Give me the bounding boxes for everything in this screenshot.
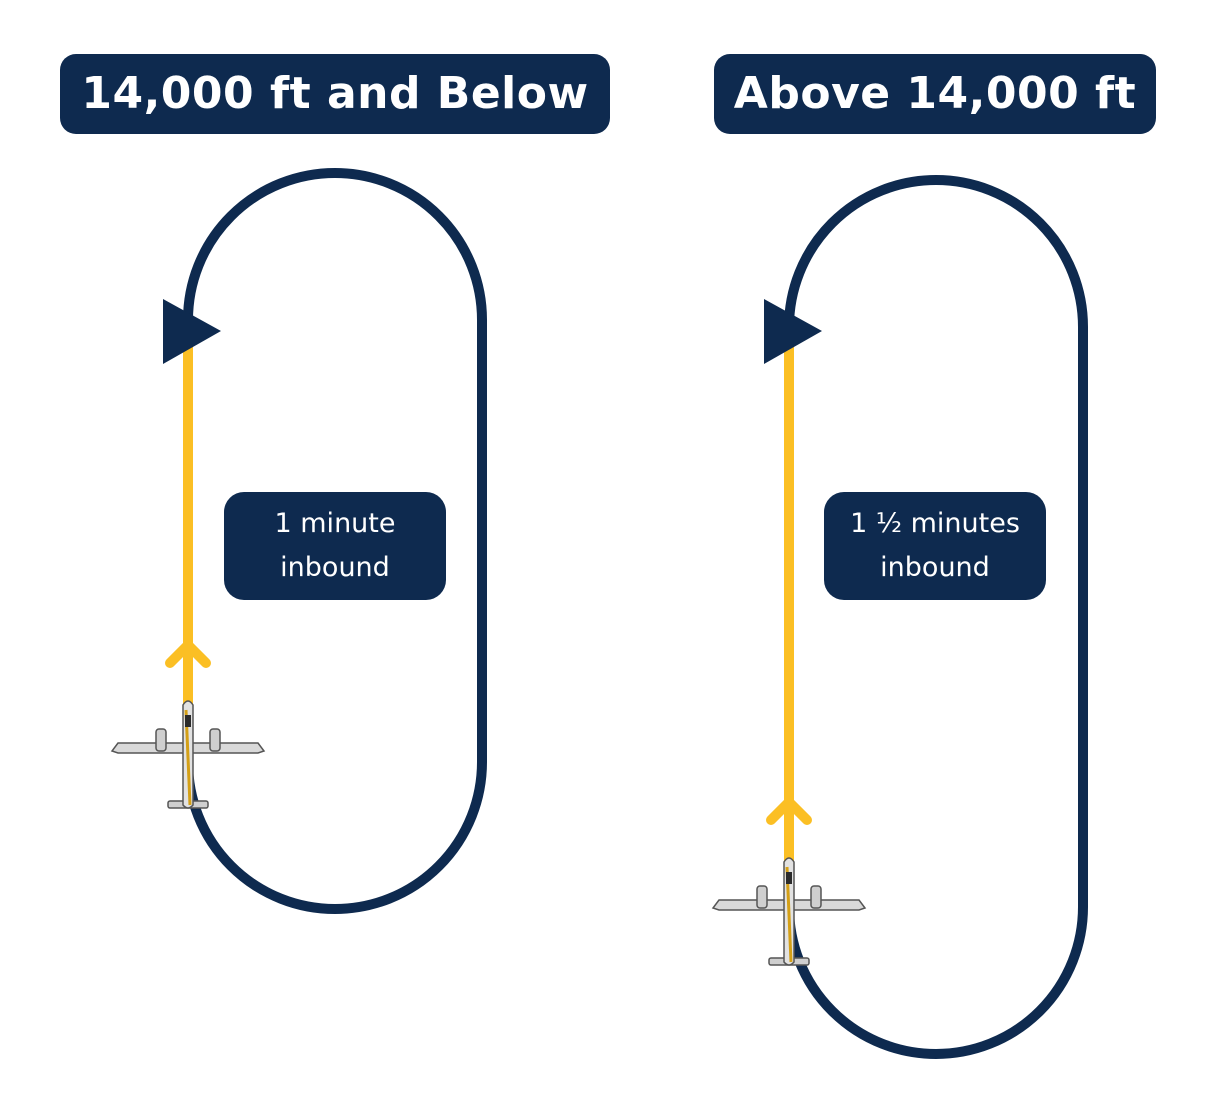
timing-line-2: inbound (880, 552, 990, 583)
chevron-up-arrow-icon (766, 797, 812, 825)
holding-fix-triangle-icon (163, 299, 221, 364)
timing-line-1: 1 minute (274, 508, 396, 539)
racetrack-outline (784, 175, 1088, 1059)
pattern-title: Above 14,000 ft (714, 54, 1156, 134)
timing-label: 1 minute inbound (224, 492, 446, 600)
holding-fix-triangle-icon (764, 299, 822, 364)
racetrack-outline (183, 168, 487, 914)
holding-track (711, 175, 1088, 1059)
holding-pattern-high: Above 14,000 ft 1 ½ minutes inbound (606, 0, 1212, 1117)
chevron-up-arrow-icon (165, 640, 211, 668)
holding-pattern-low: 14,000 ft and Below 1 minute inbound (0, 0, 610, 1117)
holding-track (110, 168, 487, 914)
pattern-title: 14,000 ft and Below (60, 54, 610, 134)
twin-engine-airplane-icon (711, 857, 867, 966)
timing-line-1: 1 ½ minutes (850, 508, 1020, 539)
timing-label: 1 ½ minutes inbound (824, 492, 1046, 600)
timing-line-2: inbound (280, 552, 390, 583)
twin-engine-airplane-icon (110, 700, 266, 809)
